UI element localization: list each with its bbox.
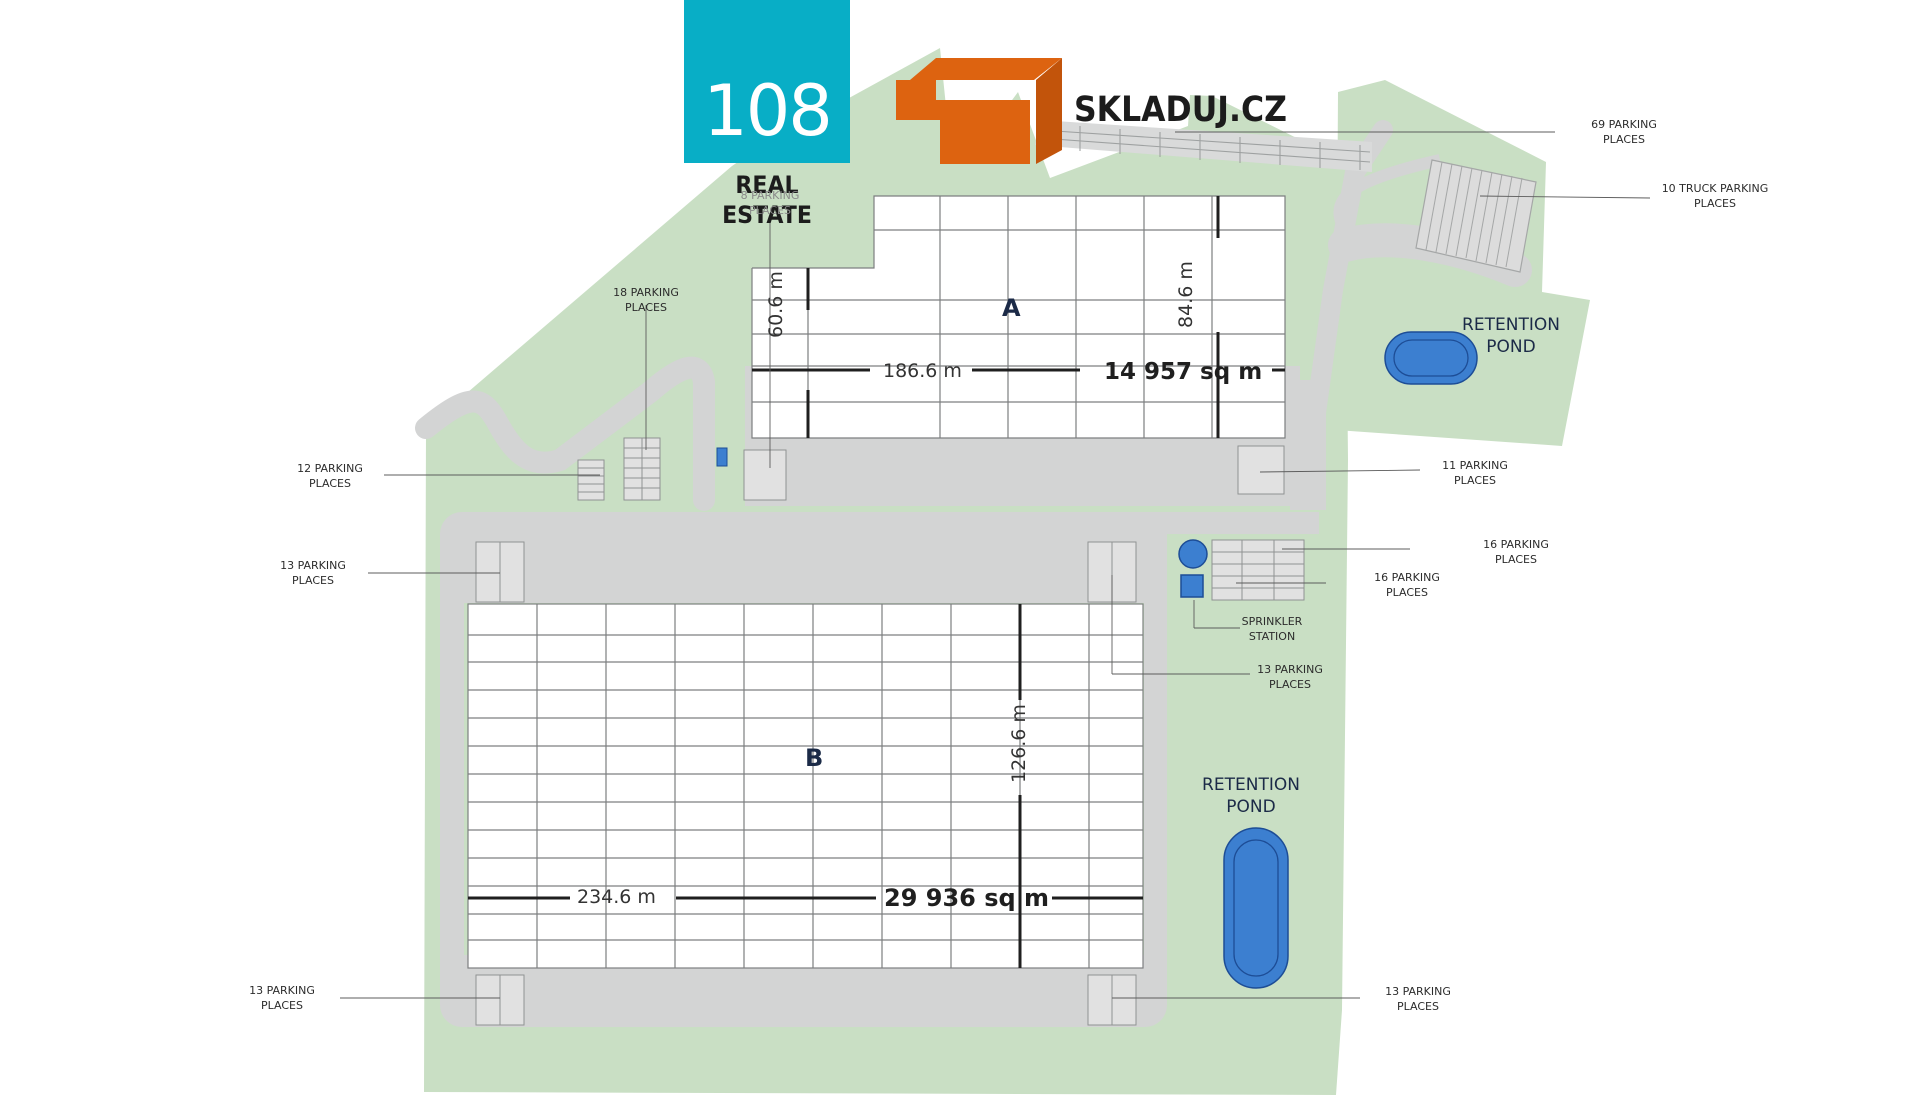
parking-label-line1: 18 PARKING (613, 286, 679, 299)
parking-label-line1: 16 PARKING (1483, 538, 1549, 551)
sprinkler-station-label: SPRINKLER STATION (1222, 614, 1322, 644)
parking-label-line1: 11 PARKING (1442, 459, 1508, 472)
building-a-depth-left: 60.6 m (765, 271, 787, 338)
parking-label-16-b: 16 PARKING PLACES (1357, 570, 1457, 600)
parking-label-line2: PLACES (1454, 474, 1496, 487)
retention-pond-south-label: RETENTION POND (1186, 774, 1316, 818)
real-estate-108-logo: 108 (684, 0, 850, 163)
retention-pond-south (1223, 827, 1289, 989)
sprinkler-station (716, 447, 1208, 598)
parking-label-13-nw: 13 PARKING PLACES (263, 558, 363, 588)
nw-access-road (415, 356, 715, 511)
parking-label-12: 12 PARKING PLACES (280, 461, 380, 491)
parking-strip-69 (1035, 120, 1372, 172)
parking-label-16-a: 16 PARKING PLACES (1466, 537, 1566, 567)
parking-label-line2: PLACES (309, 477, 351, 490)
parking-label-8: 8 PARKING PLACES (720, 188, 820, 218)
sprinkler-line1: SPRINKLER (1241, 615, 1303, 628)
parking-label-truck: 10 TRUCK PARKING PLACES (1650, 181, 1780, 211)
parking-label-13-sw: 13 PARKING PLACES (232, 983, 332, 1013)
truck-parking-area (1415, 159, 1537, 273)
parking-label-18: 18 PARKING PLACES (596, 285, 696, 315)
pond-north-line2: POND (1486, 337, 1536, 357)
parking-label-line2: PLACES (292, 574, 334, 587)
building-a-label: A (1002, 294, 1021, 322)
parking-label-line1: 13 PARKING (249, 984, 315, 997)
parking-label-line2: PLACES (1603, 133, 1645, 146)
parking-label-line1: 16 PARKING (1374, 571, 1440, 584)
parking-label-line2: PLACES (1495, 553, 1537, 566)
parking-label-line2: PLACES (625, 301, 667, 314)
building-b-depth: 126.6 m (1008, 704, 1030, 783)
truck-yard-curve (1333, 154, 1442, 227)
parking-label-line2: PLACES (1397, 1000, 1439, 1013)
parking-label-line2: PLACES (1386, 586, 1428, 599)
parking-label-line1: 8 PARKING (740, 189, 800, 202)
parking-label-69: 69 PARKING PLACES (1574, 117, 1674, 147)
parking-label-line1: 13 PARKING (1385, 985, 1451, 998)
parking-label-line1: 12 PARKING (297, 462, 363, 475)
sprinkler-line2: STATION (1248, 630, 1296, 643)
parking-label-line2: PLACES (1694, 197, 1736, 210)
parking-label-11: 11 PARKING PLACES (1425, 458, 1525, 488)
partner-name: SKLADUJ.CZ (1074, 90, 1287, 130)
parking-label-13-ne: 13 PARKING PLACES (1240, 662, 1340, 692)
logo-subtitle: REAL ESTATE (722, 171, 812, 229)
pond-south-line2: POND (1226, 797, 1276, 817)
retention-pond-north-label: RETENTION POND (1446, 314, 1576, 358)
parking-label-line2: PLACES (1269, 678, 1311, 691)
loading-yard-north (464, 533, 1144, 603)
building-a (751, 195, 1286, 439)
leader-lines (340, 131, 1651, 999)
retention-pond-north (1384, 331, 1478, 385)
parking-label-line2: PLACES (261, 999, 303, 1012)
pond-south-line1: RETENTION (1202, 775, 1300, 795)
yard-a-stub (1290, 380, 1326, 510)
building-b-area: 29 936 sq m (884, 884, 1050, 912)
building-a-depth-right: 84.6 m (1175, 261, 1197, 328)
parking-label-13-se: 13 PARKING PLACES (1368, 984, 1468, 1014)
building-b (467, 603, 1144, 969)
building-a-length: 186.6 m (883, 360, 962, 382)
parking-label-line1: 10 TRUCK PARKING (1661, 182, 1769, 195)
ring-road-east (1144, 512, 1319, 534)
parking-label-line2: PLACES (749, 204, 791, 217)
building-b-label: B (805, 744, 824, 772)
logo-number: 108 (703, 70, 833, 152)
parking-label-line1: 13 PARKING (280, 559, 346, 572)
truck-parking-stalls (1425, 161, 1523, 268)
building-a-area: 14 957 sq m (1104, 359, 1263, 385)
parking-label-line1: 13 PARKING (1257, 663, 1323, 676)
skladuj-logo-icon (896, 58, 1062, 164)
building-b-length: 234.6 m (577, 886, 656, 908)
pond-north-line1: RETENTION (1462, 315, 1560, 335)
parking-label-line1: 69 PARKING (1591, 118, 1657, 131)
